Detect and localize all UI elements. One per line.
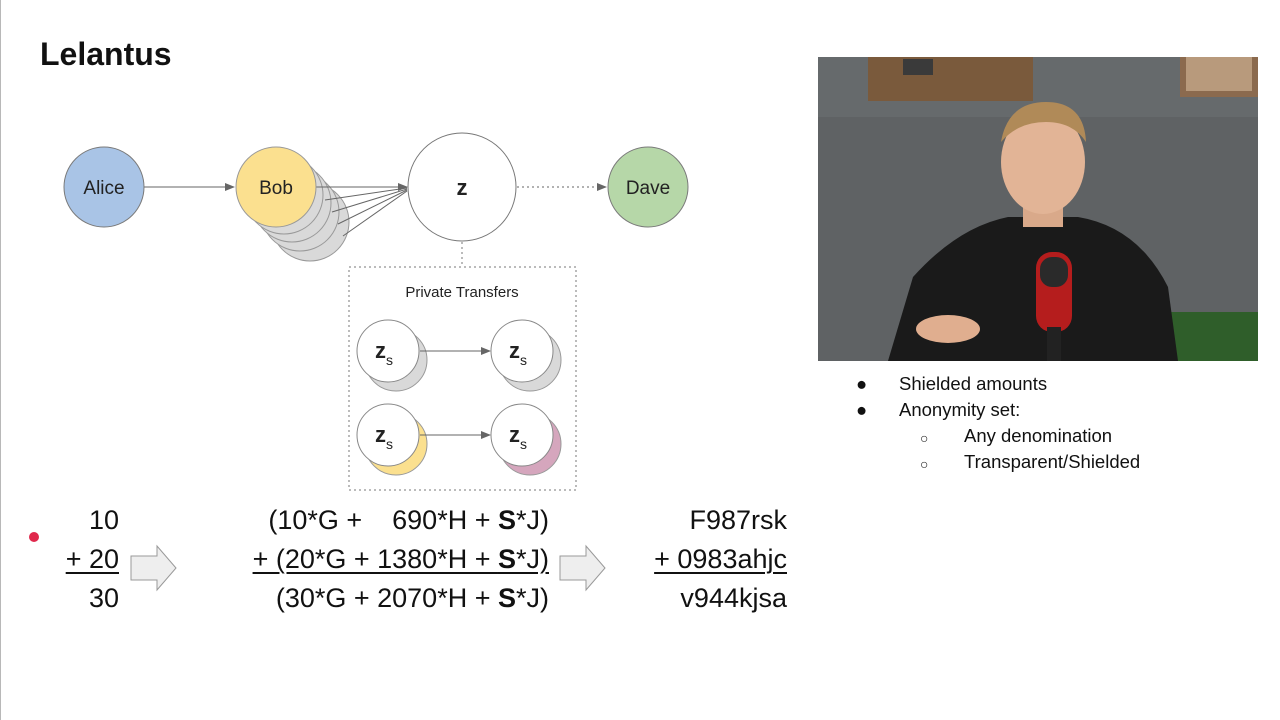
- zs-coin: [490, 403, 554, 467]
- hash-row-1: F987rsk: [689, 505, 787, 535]
- hash-row-2: + 0983ahjc: [654, 544, 787, 574]
- block-arrow-icon: [559, 544, 606, 592]
- bullet-text: Anonymity set:: [899, 399, 1021, 420]
- left-border: [0, 0, 1, 720]
- commitment-row-2: + (20*G + 1380*H + S*J): [252, 544, 549, 574]
- dave-node: [607, 146, 689, 228]
- bullet-dot-icon: ●: [856, 399, 868, 420]
- alice-label: Alice: [83, 178, 124, 199]
- laser-pointer-dot: [29, 532, 39, 542]
- commitment-row-1: (10*G + 690*H + S*J): [268, 505, 549, 535]
- block-arrow-icon: [130, 544, 177, 592]
- zs-label: zs: [509, 338, 527, 368]
- private-transfers-label: Private Transfers: [405, 284, 518, 301]
- sub-bullet-text: Any denomination: [964, 425, 1113, 446]
- bob-label: Bob: [259, 178, 293, 199]
- bob-z-arrow: [324, 187, 408, 201]
- zs-label: zs: [375, 422, 393, 452]
- zs-coin: [356, 403, 420, 467]
- sub-bullet-circle-icon: ○: [920, 456, 929, 472]
- commitment-row-3: (30*G + 2070*H + S*J): [275, 583, 549, 613]
- zs-label: zs: [509, 422, 527, 452]
- zs-coin: [356, 319, 420, 383]
- hash-row-3: v944kjsa: [680, 583, 787, 613]
- zs-coin: [490, 319, 554, 383]
- dave-label: Dave: [626, 178, 670, 199]
- zs-label: zs: [375, 338, 393, 368]
- slide-title: Lelantus: [40, 36, 172, 72]
- bullet-text: Shielded amounts: [899, 373, 1048, 394]
- sub-bullet-circle-icon: ○: [920, 430, 929, 446]
- amount-row-2: + 20: [65, 544, 119, 574]
- bob-z-arrow: [337, 189, 408, 225]
- z-node: [407, 132, 517, 242]
- alice-node: [63, 146, 145, 228]
- z-label: z: [457, 175, 468, 200]
- bob-z-arrow: [342, 190, 408, 237]
- bob-node: [235, 146, 317, 228]
- presenter-video[interactable]: [818, 57, 1258, 361]
- amount-row-1: 10: [88, 505, 119, 535]
- presenter-icon: [818, 57, 1258, 361]
- bob-z-arrow: [331, 188, 408, 213]
- bullet-dot-icon: ●: [856, 373, 868, 394]
- sub-bullet-text: Transparent/Shielded: [964, 451, 1141, 472]
- amount-row-3: 30: [88, 583, 119, 613]
